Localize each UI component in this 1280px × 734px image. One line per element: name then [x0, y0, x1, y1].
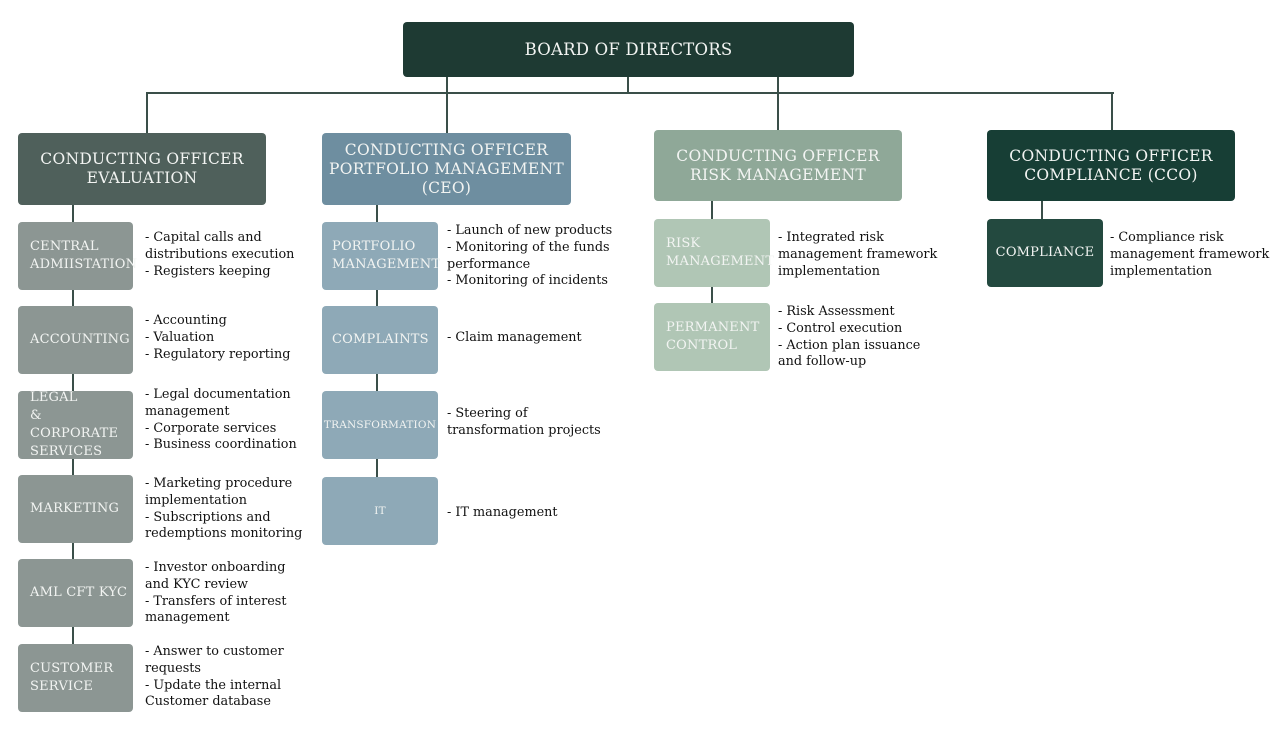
unit-description: - Integrated risk management framework i…	[778, 230, 938, 279]
unit-description: - Answer to customer requests - Update t…	[145, 644, 284, 710]
board-connector	[627, 77, 629, 94]
unit-label: CENTRAL ADMIISTATION	[30, 239, 138, 272]
unit-it: IT	[322, 477, 438, 545]
connector-portfolio	[446, 77, 448, 133]
unit-permanent-control: PERMANENT CONTROL	[654, 303, 770, 371]
officer-evaluation-label: CONDUCTING OFFICER EVALUATION	[40, 150, 244, 187]
unit-description: - Steering of transformation projects	[447, 406, 601, 438]
unit-label: LEGAL & CORPORATE SERVICES	[30, 390, 119, 459]
unit-complaints: COMPLAINTS	[322, 306, 438, 374]
unit-compliance: COMPLIANCE	[987, 219, 1103, 287]
board-of-directors-box: BOARD OF DIRECTORS	[403, 22, 854, 77]
unit-portfolio-management: PORTFOLIO MANAGEMENT	[322, 222, 441, 290]
unit-label: CUSTOMER SERVICE	[30, 661, 114, 694]
officer-risk-label: CONDUCTING OFFICER RISK MANAGEMENT	[676, 146, 880, 184]
unit-label: AML CFT KYC	[30, 585, 128, 600]
unit-label: MARKETING	[30, 501, 120, 516]
connector-evaluation	[146, 92, 148, 133]
unit-risk-management: RISK MANAGEMENT	[654, 219, 774, 287]
connector-compliance	[1111, 92, 1113, 130]
unit-aml-cft-kyc: AML CFT KYC	[18, 559, 133, 627]
unit-description: - Legal documentation management - Corpo…	[145, 387, 297, 453]
connector-risk	[777, 77, 779, 130]
unit-label: IT	[374, 505, 386, 517]
officer-portfolio-label: CONDUCTING OFFICER PORTFOLIO MANAGEMENT …	[329, 140, 564, 197]
unit-label: COMPLAINTS	[332, 332, 429, 347]
officer-compliance-box: CONDUCTING OFFICER COMPLIANCE (CCO)	[987, 130, 1235, 201]
unit-description: - Accounting - Valuation - Regulatory re…	[145, 313, 291, 362]
unit-marketing: MARKETING	[18, 475, 133, 543]
unit-label: PORTFOLIO MANAGEMENT	[332, 239, 441, 272]
horizontal-bus	[146, 92, 1114, 94]
unit-description: - Launch of new products - Monitoring of…	[447, 223, 613, 289]
unit-description: - Capital calls and distributions execut…	[145, 230, 295, 279]
unit-label: TRANSFORMATION	[323, 419, 437, 431]
unit-label: RISK MANAGEMENT	[666, 236, 775, 269]
officer-portfolio-box: CONDUCTING OFFICER PORTFOLIO MANAGEMENT …	[322, 133, 571, 205]
unit-legal-corporate-services: LEGAL & CORPORATE SERVICES	[18, 390, 133, 459]
unit-label: ACCOUNTING	[30, 332, 130, 347]
unit-label: PERMANENT CONTROL	[666, 320, 760, 353]
unit-transformation: TRANSFORMATION	[322, 391, 438, 459]
officer-evaluation-box: CONDUCTING OFFICER EVALUATION	[18, 133, 266, 205]
unit-label: COMPLIANCE	[995, 245, 1095, 260]
board-of-directors-label: BOARD OF DIRECTORS	[524, 40, 733, 59]
unit-accounting: ACCOUNTING	[18, 306, 133, 374]
unit-description: - Risk Assessment - Control execution - …	[778, 304, 921, 370]
officer-compliance-label: CONDUCTING OFFICER COMPLIANCE (CCO)	[1009, 146, 1213, 184]
compliance-spine	[1041, 200, 1043, 221]
unit-customer-service: CUSTOMER SERVICE	[18, 644, 133, 712]
unit-central-administration: CENTRAL ADMIISTATION	[18, 222, 137, 290]
unit-description: - IT management	[447, 505, 558, 520]
unit-description: - Claim management	[447, 330, 582, 345]
unit-description: - Marketing procedure implementation - S…	[145, 476, 303, 542]
officer-risk-box: CONDUCTING OFFICER RISK MANAGEMENT	[654, 130, 902, 201]
unit-description: - Investor onboarding and KYC review - T…	[145, 560, 287, 626]
unit-description: - Compliance risk management framework i…	[1110, 230, 1270, 279]
